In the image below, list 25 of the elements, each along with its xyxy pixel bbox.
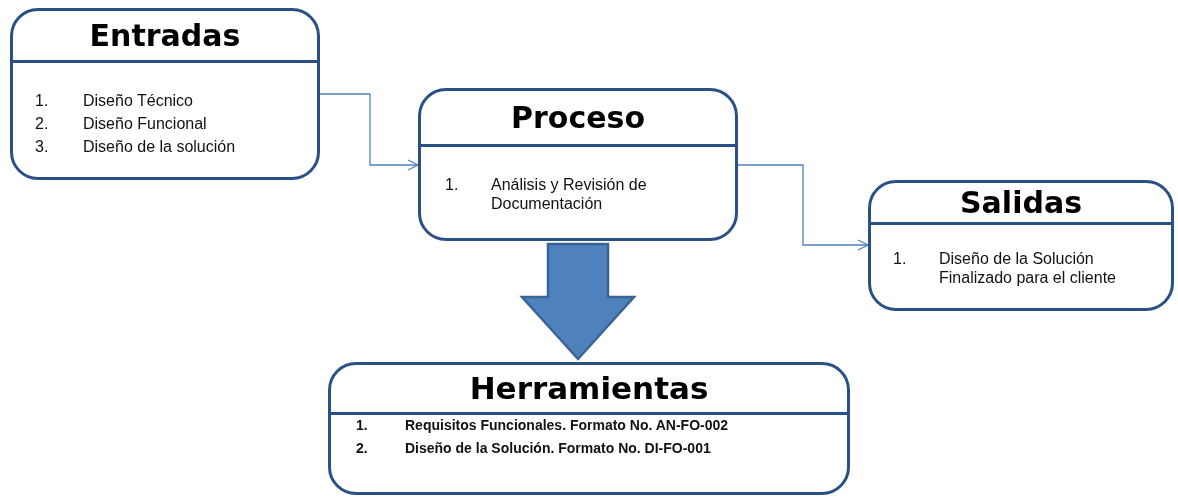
arrow xyxy=(737,164,869,251)
process-box xyxy=(328,362,850,495)
box-heading: Salidas xyxy=(960,187,1082,218)
list-item-text: Diseño de la Solución. Formato No. DI-FO-001 xyxy=(405,440,712,457)
list-item-text: Diseño Técnico xyxy=(83,91,194,111)
box-heading: Entradas xyxy=(89,20,241,51)
block-arrow xyxy=(519,242,637,361)
list-item-text: Diseño Funcional xyxy=(83,114,208,134)
box-heading: Herramientas xyxy=(469,373,709,404)
list-number: 2. xyxy=(356,440,368,457)
list-number: 2. xyxy=(35,114,49,134)
list-item-text: Análisis y Revisión de Documentación xyxy=(491,175,648,214)
arrow xyxy=(319,93,419,171)
list-number: 3. xyxy=(35,137,49,157)
list-number: 1. xyxy=(893,249,907,269)
list-number: 1. xyxy=(356,417,368,434)
list-item-text: Requisitos Funcionales. Formato No. AN-FO-002 xyxy=(405,417,730,434)
box-heading: Proceso xyxy=(511,102,645,133)
list-number: 1. xyxy=(35,91,49,111)
list-item-text: Diseño de la Solución Finalizado para el cliente xyxy=(939,249,1117,288)
process-box xyxy=(418,88,738,241)
process-box xyxy=(10,8,320,180)
list-number: 1. xyxy=(445,175,459,195)
process-box xyxy=(868,180,1174,311)
list-item-text: Diseño de la solución xyxy=(83,137,237,157)
